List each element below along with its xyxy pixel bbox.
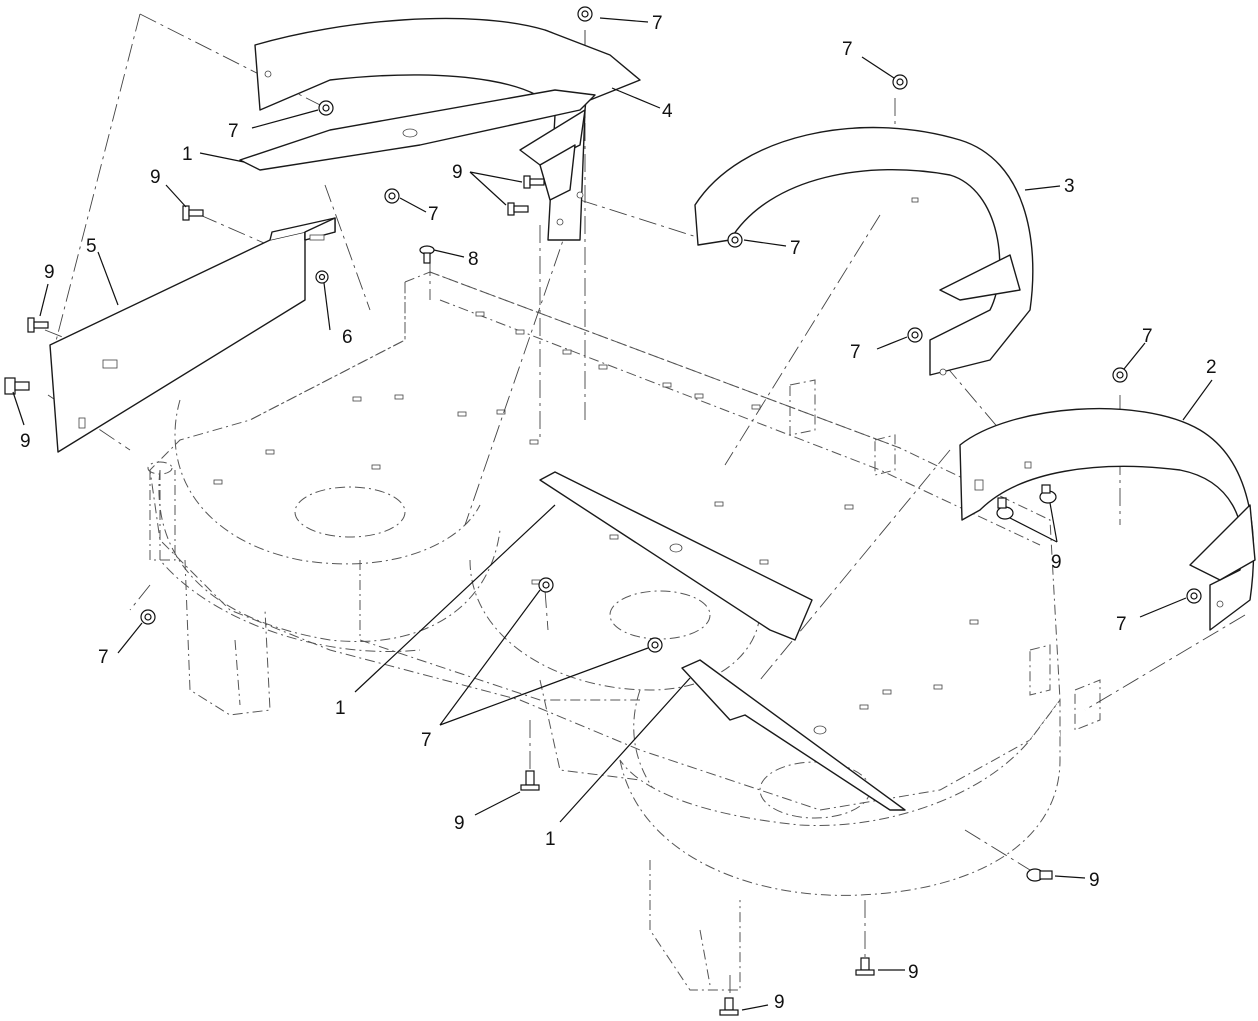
callout-1: 1 bbox=[182, 144, 193, 165]
blade-1-center[interactable] bbox=[539, 471, 813, 641]
nut-icon[interactable] bbox=[140, 609, 156, 625]
callout-7: 7 bbox=[850, 342, 861, 363]
callout-7: 7 bbox=[790, 238, 801, 259]
callout-7: 7 bbox=[652, 13, 663, 34]
blade-baffle-4[interactable] bbox=[254, 17, 641, 241]
nut-icon[interactable] bbox=[318, 100, 334, 116]
callout-1: 1 bbox=[545, 829, 556, 850]
callout-9: 9 bbox=[20, 431, 31, 452]
bolt-icon[interactable] bbox=[523, 175, 545, 189]
right-baffle-2[interactable] bbox=[959, 407, 1256, 631]
nut-icon[interactable] bbox=[577, 6, 593, 22]
callout-2: 2 bbox=[1206, 357, 1217, 378]
callout-labels: 7 7 4 1 9 9 7 8 5 9 6 9 7 3 7 7 7 2 9 7 … bbox=[20, 13, 1217, 1013]
callout-7: 7 bbox=[421, 730, 432, 751]
bolt-icon[interactable] bbox=[4, 377, 30, 395]
nut-icon[interactable] bbox=[315, 270, 329, 284]
callout-7: 7 bbox=[98, 647, 109, 668]
bolt-icon[interactable] bbox=[719, 997, 739, 1016]
nut-icon[interactable] bbox=[892, 74, 908, 90]
blade-1-right[interactable] bbox=[681, 659, 906, 811]
bolt-icon[interactable] bbox=[182, 205, 204, 221]
callout-5: 5 bbox=[86, 236, 97, 257]
leader-lines bbox=[12, 17, 1213, 1011]
bolt-icon[interactable] bbox=[507, 202, 529, 216]
callout-9: 9 bbox=[908, 962, 919, 983]
callout-7: 7 bbox=[228, 121, 239, 142]
bolt-icon[interactable] bbox=[27, 317, 49, 333]
bolt-icon[interactable] bbox=[520, 770, 540, 791]
nut-icon[interactable] bbox=[647, 637, 663, 653]
nut-icon[interactable] bbox=[538, 577, 554, 593]
callout-4: 4 bbox=[662, 101, 673, 122]
callout-9: 9 bbox=[1051, 552, 1062, 573]
callout-7: 7 bbox=[428, 204, 439, 225]
callout-9: 9 bbox=[452, 162, 463, 183]
callout-8: 8 bbox=[468, 249, 479, 270]
nut-icon[interactable] bbox=[1112, 367, 1128, 383]
nut-icon[interactable] bbox=[907, 327, 923, 343]
callout-1: 1 bbox=[335, 698, 346, 719]
mower-deck-phantom bbox=[147, 271, 1101, 991]
deck-slots bbox=[213, 311, 979, 710]
bolt-icon[interactable] bbox=[1026, 868, 1053, 882]
callout-9: 9 bbox=[1089, 870, 1100, 891]
callout-6: 6 bbox=[342, 327, 353, 348]
baffle-plate-5[interactable] bbox=[49, 217, 336, 453]
callout-9: 9 bbox=[454, 813, 465, 834]
callout-9: 9 bbox=[44, 262, 55, 283]
nut-icon[interactable] bbox=[384, 188, 400, 204]
callout-9: 9 bbox=[774, 992, 785, 1013]
center-baffle-3[interactable] bbox=[694, 126, 1034, 376]
callout-3: 3 bbox=[1064, 176, 1075, 197]
bolt-icon[interactable] bbox=[996, 497, 1014, 520]
callout-9: 9 bbox=[150, 167, 161, 188]
bolt-icon[interactable] bbox=[855, 957, 875, 976]
bolt-hardware bbox=[4, 175, 1057, 1016]
nut-icon[interactable] bbox=[1186, 588, 1202, 604]
blade-1-top[interactable] bbox=[239, 89, 596, 171]
bolt-icon[interactable] bbox=[419, 245, 435, 264]
nut-hardware bbox=[140, 6, 1202, 653]
callout-7: 7 bbox=[1116, 614, 1127, 635]
nut-icon[interactable] bbox=[727, 232, 743, 248]
bolt-icon[interactable] bbox=[1039, 484, 1057, 504]
callout-7: 7 bbox=[842, 39, 853, 60]
callout-7: 7 bbox=[1142, 326, 1153, 347]
